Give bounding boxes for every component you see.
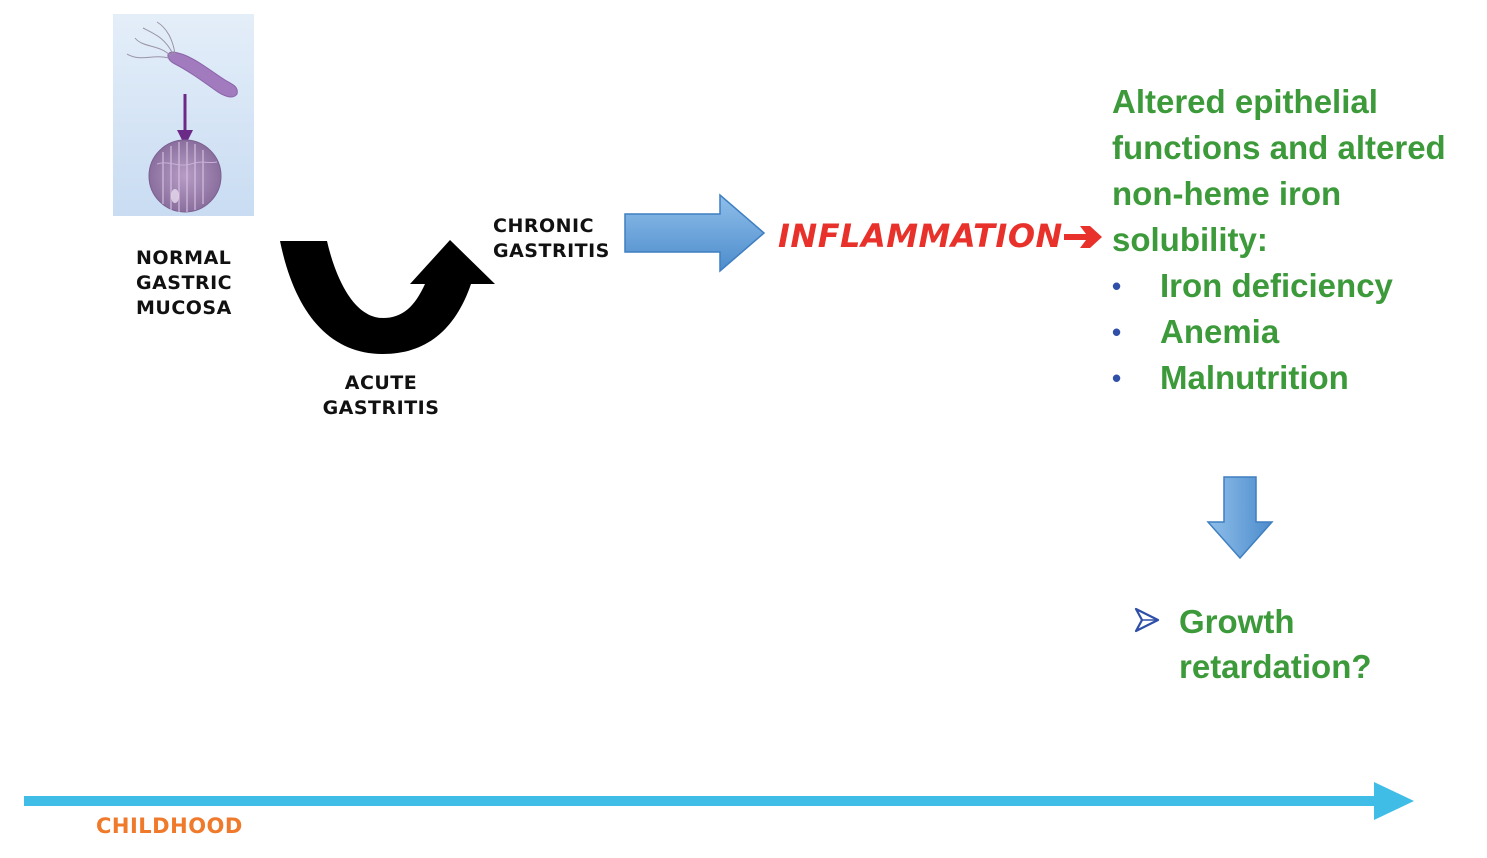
- acute-label-line-2: GASTRITIS: [322, 397, 440, 419]
- arrowhead-bullet-icon: [1134, 607, 1160, 633]
- normal-label-line-3: MUCOSA: [136, 297, 232, 319]
- inflammation-label: INFLAMMATION: [778, 217, 1063, 255]
- gastric-mucosa-icon: [148, 139, 222, 213]
- timeline-label: CHILDHOOD: [96, 814, 243, 838]
- growth-line-1: Growth: [1179, 603, 1295, 640]
- normal-label-line-1: NORMAL: [136, 247, 232, 269]
- chronic-label-line-2: GASTRITIS: [493, 240, 610, 262]
- growth-line-2: retardation?: [1179, 648, 1372, 685]
- timeline-arrow: [24, 782, 1414, 820]
- effects-heading-line-3: non-heme iron: [1112, 175, 1342, 212]
- bullet-text: Iron deficiency: [1160, 267, 1393, 304]
- bullet-icon: •: [1112, 317, 1122, 347]
- growth-retardation-item: Growth retardation?: [1134, 599, 1372, 689]
- bacterium-icon: [126, 21, 238, 98]
- effects-heading-line-2: functions and altered: [1112, 129, 1446, 166]
- block-arrow-right: [624, 193, 766, 273]
- normal-gastric-mucosa-label: NORMAL GASTRIC MUCOSA: [136, 246, 232, 321]
- list-item: • Malnutrition: [1112, 355, 1482, 401]
- block-arrow-down: [1206, 476, 1274, 560]
- acute-gastritis-label: ACUTE GASTRITIS: [318, 371, 444, 421]
- list-item: • Anemia: [1112, 309, 1482, 355]
- bullet-icon: •: [1112, 271, 1122, 301]
- chronic-label-line-1: CHRONIC: [493, 215, 595, 237]
- bacterium-mucosa-illustration: [113, 14, 254, 216]
- purple-arrow-icon: [177, 94, 193, 146]
- chronic-gastritis-label: CHRONIC GASTRITIS: [493, 214, 610, 264]
- bullet-icon: •: [1112, 363, 1122, 393]
- bullet-text: Anemia: [1160, 313, 1280, 350]
- acute-label-line-1: ACUTE: [344, 372, 418, 394]
- effects-bullet-list: • Iron deficiency • Anemia • Malnutritio…: [1112, 263, 1482, 401]
- effects-heading-line-4: solubility:: [1112, 221, 1268, 258]
- list-item: • Iron deficiency: [1112, 263, 1482, 309]
- normal-label-line-2: GASTRIC: [136, 272, 233, 294]
- curved-u-arrow: [280, 240, 495, 354]
- red-arrow-icon: [1064, 226, 1102, 248]
- bullet-text: Malnutrition: [1160, 359, 1349, 396]
- effects-heading-line-1: Altered epithelial: [1112, 83, 1378, 120]
- effects-block: Altered epithelial functions and altered…: [1112, 79, 1482, 401]
